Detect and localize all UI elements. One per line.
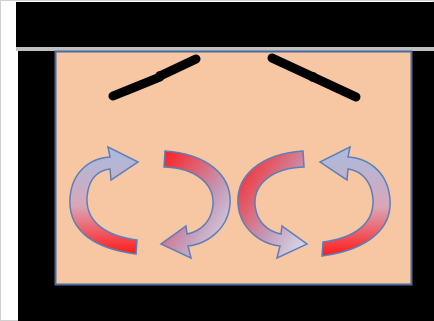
bottom-wall	[18, 285, 434, 321]
far-right-circulation-arrow	[318, 145, 391, 257]
top-dark-band	[16, 2, 434, 51]
inner-left-circulation-arrow	[159, 150, 231, 260]
left-blade	[108, 54, 201, 101]
divider-line	[16, 47, 434, 51]
left-wall	[18, 51, 55, 321]
right-blade	[267, 53, 361, 102]
far-left-circulation-arrow	[69, 145, 140, 255]
right-wall	[412, 51, 434, 321]
inner-right-circulation-arrow	[237, 150, 309, 260]
